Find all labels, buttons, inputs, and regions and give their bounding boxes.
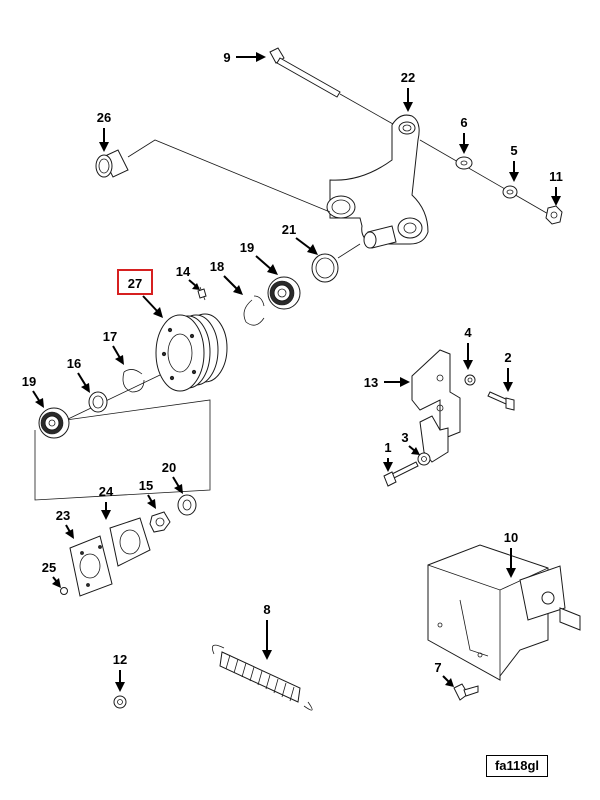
part-25-screw [60, 587, 68, 595]
callout-10-label: 10 [504, 530, 518, 545]
part-9-shaft [269, 47, 401, 129]
callout-1[interactable]: 1 [383, 440, 393, 472]
callout-16[interactable]: 16 [67, 356, 90, 393]
callout-3[interactable]: 3 [401, 430, 420, 455]
part-18-retaining-ring [243, 295, 265, 326]
callout-15-label: 15 [139, 478, 153, 493]
part-4-washer [464, 374, 476, 386]
callout-5-label: 5 [510, 143, 517, 158]
arrow-down-icon [65, 524, 71, 533]
part-17-ring [122, 369, 145, 393]
callout-20[interactable]: 20 [162, 460, 183, 494]
part-5-washer [502, 185, 518, 199]
callout-22[interactable]: 22 [401, 70, 415, 112]
arrow-down-icon [223, 275, 239, 291]
callout-7-label: 7 [434, 660, 441, 675]
callout-8[interactable]: 8 [262, 602, 272, 660]
arrow-down-icon [295, 237, 313, 251]
callout-18[interactable]: 18 [210, 259, 243, 295]
part-3-nut [417, 452, 431, 466]
part-6-washer [455, 156, 473, 170]
part-11-nut [545, 205, 563, 225]
part-14-pin [197, 288, 207, 299]
callout-25[interactable]: 25 [42, 560, 61, 588]
callout-14-label: 14 [176, 264, 191, 279]
callout-25-label: 25 [42, 560, 56, 575]
callout-2[interactable]: 2 [503, 350, 513, 392]
arrow-down-icon [188, 279, 197, 287]
part-10-mounting-bracket [427, 544, 581, 681]
part-8-spring [211, 644, 313, 711]
part-23-plate [69, 535, 113, 597]
callout-10[interactable]: 10 [504, 530, 518, 578]
part-12-washer [113, 695, 127, 709]
arrow-down-icon [142, 295, 159, 313]
callout-26[interactable]: 26 [97, 110, 111, 152]
part-1-bolt [383, 461, 419, 487]
callout-21[interactable]: 21 [282, 222, 318, 255]
callout-9-label: 9 [223, 50, 230, 65]
arrow-down-icon [442, 675, 450, 683]
callout-2-label: 2 [504, 350, 511, 365]
callout-19-lower-label: 19 [22, 374, 36, 389]
callout-17-label: 17 [103, 329, 117, 344]
figure-code: fa118gl [486, 755, 548, 777]
callout-3-label: 3 [401, 430, 408, 445]
part-20-washer [177, 494, 197, 516]
callout-12[interactable]: 12 [113, 652, 127, 692]
callout-24[interactable]: 24 [99, 484, 114, 520]
part-19-bearing-lower [38, 407, 70, 439]
callout-23[interactable]: 23 [56, 508, 74, 539]
callout-14[interactable]: 14 [176, 264, 200, 290]
callout-8-label: 8 [263, 602, 270, 617]
callout-27[interactable]: 27 [117, 269, 163, 318]
part-13-bracket [411, 349, 461, 463]
callout-15[interactable]: 15 [139, 478, 156, 509]
arrow-down-icon [255, 255, 273, 271]
callout-19-upper-label: 19 [240, 240, 254, 255]
callout-19-upper[interactable]: 19 [240, 240, 278, 275]
callout-6[interactable]: 6 [459, 115, 469, 154]
parts-drawing [34, 47, 581, 711]
callout-4[interactable]: 4 [463, 325, 473, 370]
part-21-spacer [311, 253, 339, 283]
part-26-bushing [95, 149, 129, 178]
callout-5[interactable]: 5 [509, 143, 519, 182]
callout-11-label: 11 [549, 169, 563, 184]
part-15-nut [149, 511, 171, 533]
callout-26-label: 26 [97, 110, 111, 125]
callout-12-label: 12 [113, 652, 127, 667]
callout-21-label: 21 [282, 222, 296, 237]
part-24-gasket [109, 517, 151, 567]
callout-13-label: 13 [364, 375, 378, 390]
callout-24-label: 24 [99, 484, 114, 499]
part-7-bolt [453, 683, 479, 701]
callout-17[interactable]: 17 [103, 329, 124, 365]
callout-13[interactable]: 13 [364, 375, 410, 390]
highlight-box [117, 269, 153, 295]
callout-4-label: 4 [464, 325, 472, 340]
callout-20-label: 20 [162, 460, 176, 475]
callout-7[interactable]: 7 [434, 660, 454, 687]
arrow-down-icon [77, 372, 87, 387]
arrow-down-icon [112, 345, 121, 359]
part-27-pulley [155, 313, 228, 392]
callout-22-label: 22 [401, 70, 415, 85]
callout-6-label: 6 [460, 115, 467, 130]
callout-11[interactable]: 11 [549, 169, 563, 206]
part-22-arm-bracket [326, 114, 429, 249]
callouts: 9 22 26 6 5 11 [22, 50, 563, 692]
part-16-bushing [88, 391, 108, 413]
callout-16-label: 16 [67, 356, 81, 371]
callout-18-label: 18 [210, 259, 224, 274]
callout-27-label: 27 [128, 276, 142, 291]
callout-1-label: 1 [384, 440, 391, 455]
part-19-bearing-upper [267, 276, 301, 310]
arrow-down-icon [172, 476, 180, 488]
callout-19-lower[interactable]: 19 [22, 374, 44, 408]
callout-9[interactable]: 9 [223, 50, 266, 65]
callout-23-label: 23 [56, 508, 70, 523]
part-2-bolt [487, 391, 515, 411]
